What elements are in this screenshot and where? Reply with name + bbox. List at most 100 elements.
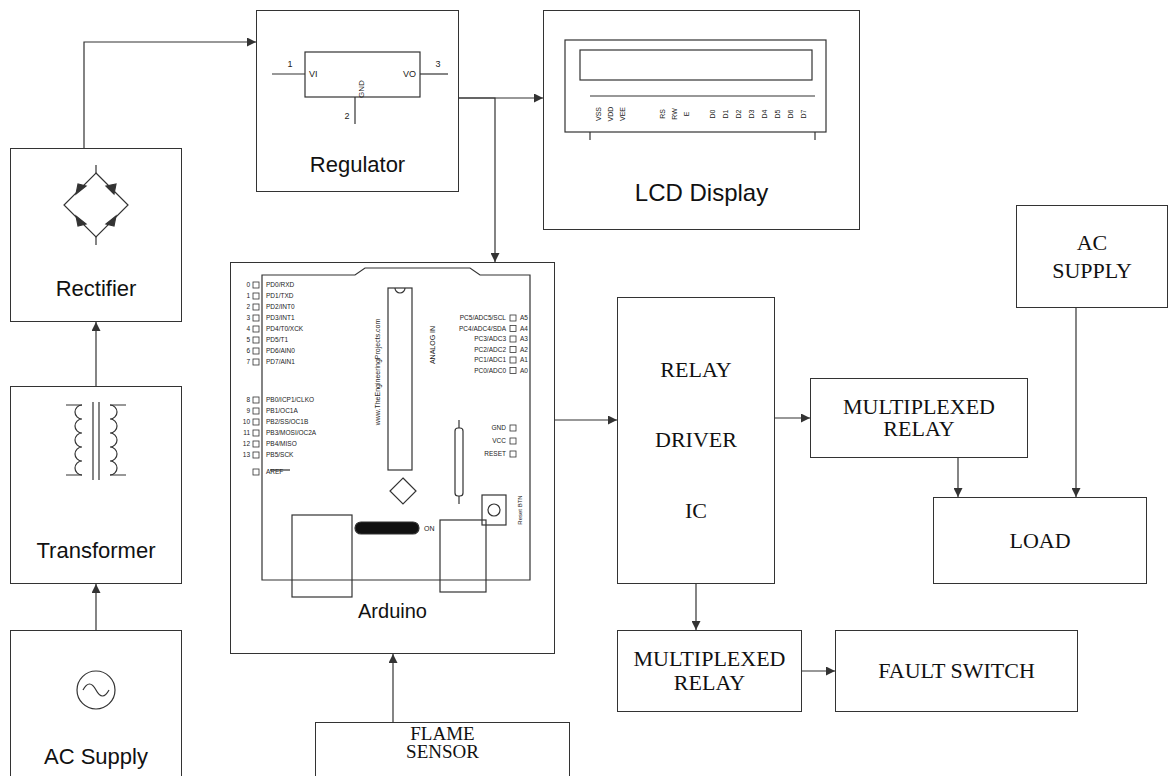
pin-name: PD1/TXD — [266, 293, 293, 300]
pin-name: GND — [492, 425, 506, 432]
pin-name: E — [683, 112, 690, 117]
pin-name: PD2/INT0 — [266, 304, 295, 311]
pin-name: PD7/AIN1 — [266, 359, 295, 366]
pin-number: 3 — [435, 60, 440, 69]
connector-arrow — [84, 42, 256, 148]
pin-number: 4 — [246, 326, 250, 333]
pin-name: PD6/AIN0 — [266, 348, 295, 355]
pin-number: 10 — [243, 419, 250, 426]
pin-name: PD0/RXD — [266, 282, 294, 289]
switch-box: FAULT SWITCH — [835, 630, 1078, 712]
pin-name: PC3/ADC3 — [474, 336, 506, 343]
pin-name: PB2/SS/OC1B — [266, 419, 308, 426]
pin-name: PB1/OC1A — [266, 408, 298, 415]
box-label: FAULT SWITCH — [878, 658, 1035, 683]
transformer-symbol — [66, 402, 126, 480]
connector-arrow — [95, 584, 96, 630]
pin-name: VSS — [595, 107, 602, 121]
pin-number: 1 — [246, 293, 250, 300]
pin-name: PB5/SCK — [266, 452, 293, 459]
pin-name: VO — [403, 70, 416, 79]
regulator-box: Regulator — [256, 10, 459, 192]
pin-name: VDD — [607, 107, 614, 122]
pin-name: RS — [659, 109, 666, 119]
pin-name: PD5/T1 — [266, 337, 288, 344]
pin-name: GND — [358, 80, 366, 98]
transformer-box: Transformer — [10, 386, 182, 584]
pin-name: D6 — [787, 110, 794, 119]
bridge-rectifier-symbol — [64, 165, 128, 245]
rectifier-box: Rectifier — [10, 148, 182, 322]
pin-number: 9 — [246, 408, 250, 415]
lcd-box: LCD Display — [543, 10, 860, 230]
box-label: MULTIPLEXED RELAY — [634, 647, 786, 695]
pin-name: D2 — [735, 110, 742, 119]
board-text: ON — [424, 525, 435, 532]
pin-name: VCC — [492, 438, 506, 445]
pin-name: D1 — [722, 110, 729, 119]
pin-number: 6 — [246, 348, 250, 355]
header-pins — [253, 282, 516, 475]
relay-box: MULTIPLEXED RELAY — [810, 378, 1028, 458]
pin-name: PC2/ADC2 — [474, 346, 506, 353]
pin-name: PC1/ADC1 — [474, 357, 506, 364]
pin-number: 13 — [243, 452, 250, 459]
connector-arrow — [392, 654, 393, 722]
pin-name: RESET — [484, 451, 506, 458]
lcd-symbol — [565, 40, 826, 140]
pin-name: D4 — [761, 110, 768, 119]
box-label: FLAME SENSOR — [406, 725, 479, 761]
board-url: www.TheEngineeringProjects.com — [374, 319, 381, 426]
pin-name: RW — [671, 108, 678, 120]
pin-number: 2 — [246, 304, 250, 311]
load-box: LOAD — [933, 497, 1147, 584]
ac-source-symbol — [77, 671, 115, 709]
pin-number: 11 — [243, 430, 250, 437]
pin-number: A4 — [520, 325, 528, 332]
pin-name: D0 — [709, 110, 716, 119]
connector-arrow — [802, 670, 835, 671]
pin-number: A5 — [520, 315, 528, 322]
connector-arrow — [555, 419, 617, 420]
box-label: Transformer — [37, 538, 156, 563]
pin-name: D7 — [800, 110, 807, 119]
pin-number: 7 — [246, 359, 250, 366]
connector-arrow — [775, 417, 810, 418]
box-label: MULTIPLEXED RELAY — [843, 396, 995, 440]
pin-name: PC5/ADC5/SCL — [460, 315, 506, 322]
pin-name: PD4/T0/XCK — [266, 326, 303, 333]
pin-name: VEE — [619, 107, 626, 121]
box-label: Rectifier — [56, 276, 137, 301]
pin-name: VI — [309, 70, 318, 79]
pin-number: A1 — [520, 357, 528, 364]
pin-name: PB3/MOSI/OC2A — [266, 430, 316, 437]
arduino-board — [262, 268, 530, 597]
pin-number: 0 — [246, 282, 250, 289]
pin-name: PD3/INT1 — [266, 315, 295, 322]
box-label: RELAY DRIVER IC — [655, 335, 737, 546]
pin-name: PC4/ADC4/SDA — [459, 325, 506, 332]
pin-number: 5 — [246, 337, 250, 344]
connector-arrow — [957, 458, 958, 497]
pin-name: D3 — [748, 110, 755, 119]
pin-number: A2 — [520, 346, 528, 353]
connector-arrow — [95, 322, 96, 386]
pin-name: PB4/MISO — [266, 441, 297, 448]
source-box: AC Supply — [10, 630, 182, 776]
pin-number: 12 — [243, 441, 250, 448]
pin-number: 2 — [344, 112, 349, 121]
supply-box: AC SUPPLY — [1016, 205, 1168, 308]
connector-arrow — [459, 98, 495, 262]
pin-number: A0 — [520, 367, 528, 374]
box-label: AC Supply — [44, 744, 148, 769]
connector-arrow — [695, 584, 696, 630]
pin-number: A3 — [520, 336, 528, 343]
box-label: Arduino — [358, 600, 427, 623]
board-text: Reset BTN — [517, 495, 523, 524]
pin-name: D5 — [774, 110, 781, 119]
relay-box: MULTIPLEXED RELAY — [617, 630, 802, 712]
pin-number: 8 — [246, 397, 250, 404]
box-label: LOAD — [1009, 528, 1070, 553]
box-label: Regulator — [310, 152, 405, 177]
pin-name: PC0/ADC0 — [474, 367, 506, 374]
